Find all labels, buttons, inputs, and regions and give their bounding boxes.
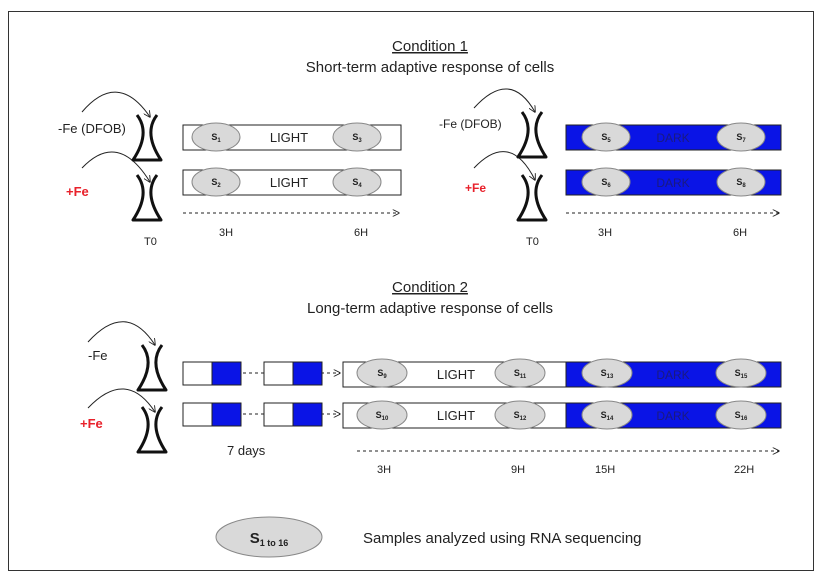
c2-top-cycle-light-box — [182, 361, 213, 386]
c1-right-6h: 6H — [733, 227, 747, 239]
c2-minus-fe-label: -Fe — [88, 348, 108, 363]
legend-sample-ellipse — [215, 516, 323, 558]
sample-ellipse — [581, 358, 633, 388]
c2-top-light-label: LIGHT — [437, 367, 475, 382]
c1-left-6h: 6H — [354, 227, 368, 239]
c2-bottom-curved-arrow — [87, 388, 155, 412]
c2-top-flask-icon — [136, 343, 168, 392]
sample-label: S6 — [601, 177, 611, 189]
c1-right-minus-fe-label: -Fe (DFOB) — [439, 117, 502, 131]
sample-ellipse — [581, 167, 631, 197]
c2-top-curved-arrow — [87, 321, 155, 345]
c2-bottom-light-label: LIGHT — [437, 408, 475, 423]
c1-left-top-light-label: LIGHT — [270, 130, 308, 145]
c1-left-3h: 3H — [219, 227, 233, 239]
condition1-subtitle: Short-term adaptive response of cells — [306, 59, 554, 76]
sample-ellipse — [191, 122, 241, 152]
condition2-title: Condition 2 — [392, 279, 468, 296]
condition1-title: Condition 1 — [392, 38, 468, 55]
sample-ellipse — [191, 167, 241, 197]
c1-left-bottom-flask-icon — [131, 173, 163, 222]
c2-top-cycle-light-box — [263, 361, 294, 386]
legend-text: Samples analyzed using RNA sequencing — [363, 530, 642, 547]
sample-ellipse — [494, 358, 546, 388]
sample-ellipse — [581, 400, 633, 430]
c2-22h: 22H — [734, 464, 754, 476]
c1-left-bottom-curved-arrow — [81, 151, 150, 182]
c1-right-3h: 3H — [598, 227, 612, 239]
sample-label: S3 — [352, 132, 362, 144]
sample-label: S1 — [211, 132, 221, 144]
c2-bottom-cycle-light-box — [182, 402, 213, 427]
c2-15h: 15H — [595, 464, 615, 476]
c1-right-bottom-dark-label: DARK — [656, 176, 689, 190]
c2-top-cycle-dark-box — [211, 361, 242, 386]
c2-bottom-dark-label: DARK — [656, 409, 689, 423]
sample-label: S9 — [377, 368, 387, 380]
c2-bottom-flask-icon — [136, 405, 168, 454]
sample-ellipse — [715, 400, 767, 430]
sample-label: S4 — [352, 177, 362, 189]
sample-ellipse — [332, 167, 382, 197]
sample-ellipse — [356, 358, 408, 388]
c1-left-minus-fe-label: -Fe (DFOB) — [58, 121, 126, 136]
c1-left-bottom-light-label: LIGHT — [270, 175, 308, 190]
c1-left-top-flask-icon — [131, 113, 163, 162]
legend-sample-label: S1 to 16 — [250, 530, 289, 548]
c2-bottom-cycle-dark-box — [211, 402, 242, 427]
sample-label: S7 — [736, 132, 746, 144]
c2-9h: 9H — [511, 464, 525, 476]
c1-right-bottom-flask-icon — [516, 173, 548, 222]
c2-3h: 3H — [377, 464, 391, 476]
sample-ellipse — [716, 122, 766, 152]
sample-label: S8 — [736, 177, 746, 189]
sample-label: S2 — [211, 177, 221, 189]
c1-right-bottom-curved-arrow — [473, 151, 535, 180]
c2-bottom-cycle-dark-box — [292, 402, 323, 427]
sample-ellipse — [581, 122, 631, 152]
c1-right-top-dark-label: DARK — [656, 131, 689, 145]
c2-days-label: 7 days — [227, 443, 266, 458]
sample-ellipse — [715, 358, 767, 388]
c2-top-dark-label: DARK — [656, 368, 689, 382]
c1-right-plus-fe-label: +Fe — [465, 181, 486, 195]
condition2-subtitle: Long-term adaptive response of cells — [307, 300, 553, 317]
sample-label: S5 — [601, 132, 611, 144]
figure-frame — [8, 11, 814, 571]
c1-left-t0: T0 — [144, 236, 157, 248]
c1-left-plus-fe-label: +Fe — [66, 184, 89, 199]
c2-top-cycle-dark-box — [292, 361, 323, 386]
sample-ellipse — [356, 400, 408, 430]
sample-ellipse — [332, 122, 382, 152]
c2-plus-fe-label: +Fe — [80, 416, 103, 431]
sample-ellipse — [494, 400, 546, 430]
c1-right-top-flask-icon — [516, 110, 548, 159]
c1-right-top-curved-arrow — [473, 88, 535, 112]
sample-ellipse — [716, 167, 766, 197]
c2-bottom-cycle-light-box — [263, 402, 294, 427]
c1-right-t0: T0 — [526, 236, 539, 248]
c1-left-top-curved-arrow — [81, 91, 150, 117]
